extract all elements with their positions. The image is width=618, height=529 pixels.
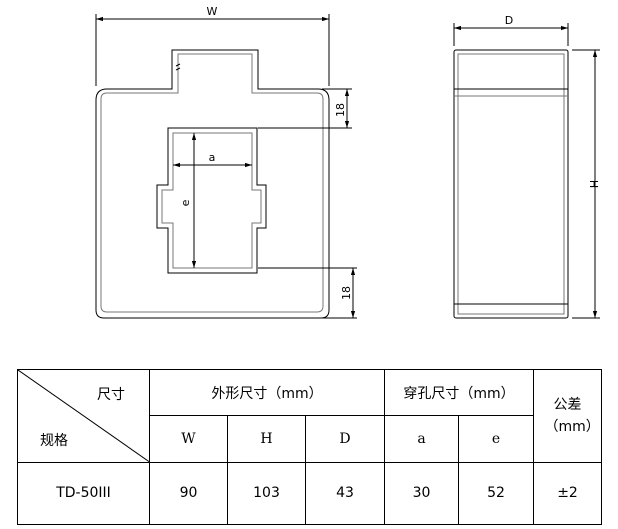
value-a: 30 [384,461,460,526]
bottom-offset-label: 18 [340,286,353,300]
dimension-drawing: W a e 18 18 D H [95,5,600,319]
model-cell: TD-50III [17,461,150,526]
front-view [95,14,357,319]
hole-height-label: e [179,199,192,206]
tolerance-header: 公差（mm） [533,369,603,463]
group-outer-header: 外形尺寸（mm） [148,368,386,417]
col-header-a: a [384,415,460,463]
table-header-row: 尺寸 规格 外形尺寸（mm） 穿孔尺寸（mm） 公差（mm） [17,368,603,463]
front-outer-outline [95,49,330,319]
value-h: 103 [227,461,306,526]
col-header-w: W [149,415,228,463]
corner-bottom-label: 规格 [40,432,68,449]
height-label: H [587,180,600,188]
width-label: W [207,5,218,18]
hole-inner-outline [161,132,262,269]
side-inner-outline [457,53,565,315]
corner-diagonal [18,370,149,462]
hole-width-label: a [209,151,216,164]
table-row: TD-50III 90 103 43 30 52 ±2 [17,461,603,526]
value-d: 43 [304,461,386,526]
corner-top-label: 尺寸 [97,387,125,403]
table-column-row: W H D a e [18,415,602,463]
value-e: 52 [458,461,535,526]
tolerance-value: ±2 [533,461,603,526]
side-outline [453,49,569,319]
corner-cell: 尺寸 规格 [17,369,150,463]
hole-outline [156,127,267,274]
top-offset-label: 18 [334,103,347,117]
value-w: 90 [149,461,228,526]
col-header-e: e [458,415,535,463]
side-view [453,23,600,319]
col-header-h: H [227,415,306,463]
group-hole-header: 穿孔尺寸（mm） [384,368,535,417]
depth-label: D [505,14,513,27]
front-inner-outline [100,53,324,313]
col-header-d: D [304,415,386,463]
spec-table: 尺寸 规格 外形尺寸（mm） 穿孔尺寸（mm） 公差（mm） W H D a e… [17,368,603,526]
